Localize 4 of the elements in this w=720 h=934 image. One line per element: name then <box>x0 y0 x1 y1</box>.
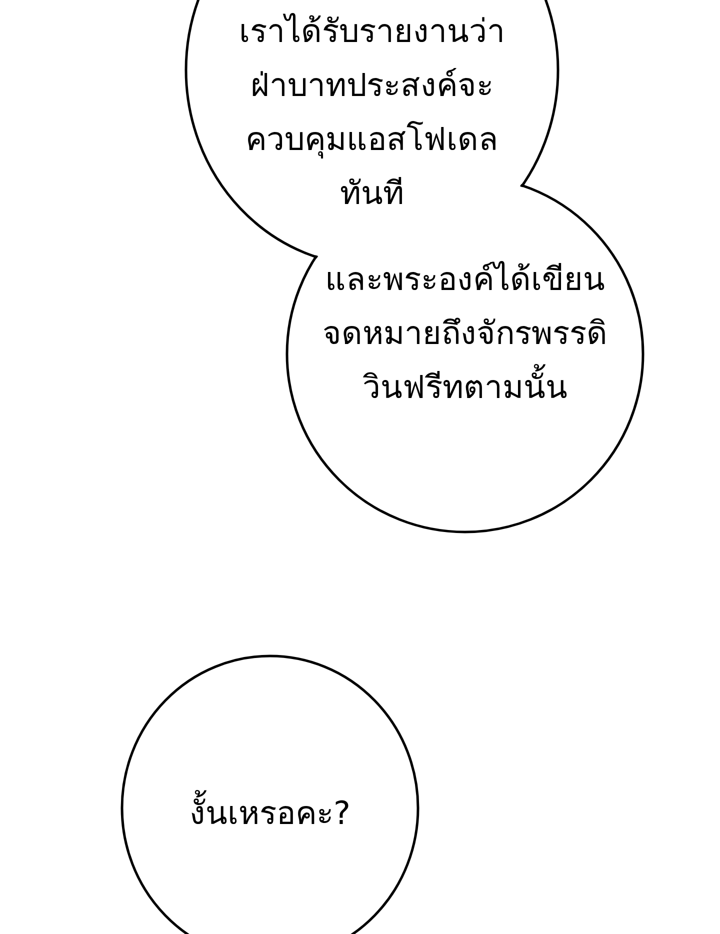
speech-text: เราได้รับรายงานว่าฝ่าบาทประสงค์จะควบคุมแอสโฟเดลทันที <box>238 11 506 214</box>
speech-bubble <box>122 656 418 934</box>
speech-text: และพระองค์ได้เขียนจดหมายถึงจักรพรรดิวินฟรีทตามนั้น <box>322 259 608 408</box>
speech-text: งั้นเหรอคะ? <box>170 786 370 840</box>
